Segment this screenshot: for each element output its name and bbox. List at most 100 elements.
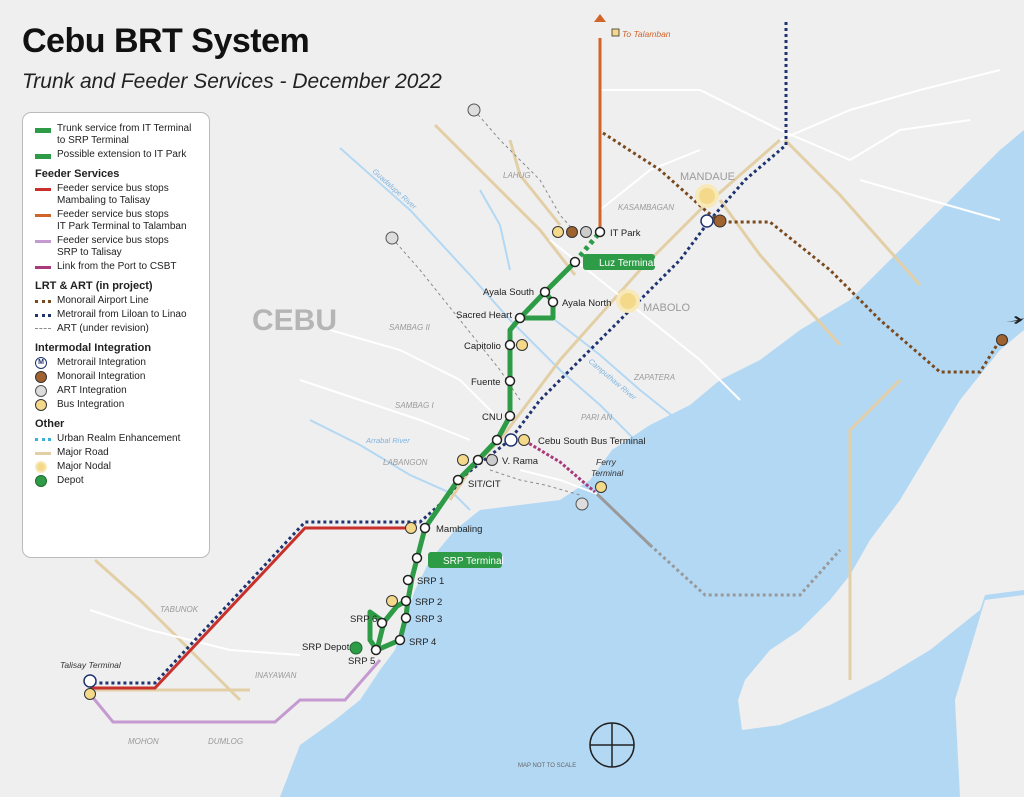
major-road-swatch (35, 452, 51, 455)
legend-lrt-heading: LRT & ART (in project) (35, 280, 153, 292)
station-mambaling (419, 522, 431, 534)
map-title: Cebu BRT System (22, 22, 310, 60)
art-icon (35, 385, 47, 397)
monorail-line (602, 131, 1002, 374)
station-label-fuente: Fuente (471, 377, 501, 388)
legend-monorail-label: Monorail Airport Line (57, 295, 149, 306)
bus-integration-icon (84, 688, 96, 700)
art-integration-icon (385, 231, 399, 245)
legend-metrorail-integration-label: Metrorail Integration (57, 357, 146, 368)
station-cnu (504, 410, 516, 422)
scale-note: MAP NOT TO SCALE (518, 763, 576, 769)
ferry-route (595, 492, 652, 547)
luz-terminal-label: Luz Terminal (599, 258, 656, 269)
legend-feeder-magenta: Link from the Port to CSBT (35, 261, 201, 273)
legend-art-integration: ART Integration (35, 385, 201, 397)
station-ayala-north (547, 296, 559, 308)
station-srp2 (400, 595, 412, 607)
metrorail-swatch (35, 314, 51, 317)
river-label-arrabal: Arrabal River (365, 436, 410, 445)
station-label-capitolio: Capitolio (464, 341, 501, 352)
rivers (309, 147, 691, 511)
legend-trunk-line1: Trunk service from IT Terminal (57, 123, 192, 134)
urban-realm-swatch (35, 438, 51, 441)
place-dumlog: DUMLOG (208, 737, 243, 746)
bus-integration-icon (386, 595, 398, 607)
mactan-island (738, 330, 1024, 730)
trunk-loop (520, 290, 556, 321)
station-label-sacred-heart: Sacred Heart (456, 310, 512, 321)
monorail-integration-icon (713, 214, 727, 228)
station-label-v-rama: V. Rama (502, 456, 539, 467)
legend-trunk-line2: to SRP Terminal (57, 135, 129, 146)
feeder-red-swatch (35, 188, 51, 191)
monorail-integration-icon (566, 226, 578, 238)
bus-integration-icon (518, 434, 530, 446)
legend-bus-integration: Bus Integration (35, 399, 201, 411)
legend-other-heading: Other (35, 418, 65, 430)
legend-major-road: Major Road (35, 447, 201, 459)
station-label-srp6: SRP 6 (350, 614, 377, 625)
place-lahug: LAHUG (503, 171, 531, 180)
to-talamban-label: To Talamban (622, 29, 671, 39)
legend-major-road-label: Major Road (57, 447, 109, 458)
talisay-terminal-label: Talisay Terminal (60, 660, 122, 670)
art-integration-icon (575, 497, 589, 511)
legend-monorail: Monorail Airport Line (35, 295, 201, 307)
arrow-up-icon (594, 14, 606, 22)
station-srp4 (394, 634, 406, 646)
place-sambag2: SAMBAG II (389, 323, 431, 332)
legend-urban-realm: Urban Realm Enhancement (35, 433, 201, 445)
bus-integration-icon (516, 339, 528, 351)
ferry-route-dotted (648, 543, 842, 597)
station-cebu-south (491, 434, 503, 446)
major-nodal-icon (35, 461, 47, 473)
legend-feeder-orange-2: IT Park Terminal to Talamban (57, 221, 187, 232)
place-kasambagan: KASAMBAGAN (618, 203, 674, 212)
legend-monorail-integration: Monorail Integration (35, 371, 201, 383)
legend-art-label: ART (under revision) (57, 323, 149, 334)
art-integration-icon (467, 103, 481, 117)
legend-feeder-red-2: Mambaling to Talisay (57, 195, 151, 206)
station-label-mambaling: Mambaling (436, 524, 482, 535)
metrorail-integration-icon (504, 433, 518, 447)
stations (370, 226, 606, 656)
srp-terminal-label: SRP Terminal (443, 556, 504, 567)
legend-feeder-lilac-2: SRP to Talisay (57, 247, 122, 258)
legend-metrorail-label: Metrorail from Liloan to Linao (57, 309, 187, 320)
station-fuente (504, 375, 516, 387)
station-sacred-heart (514, 312, 526, 324)
bus-icon (35, 399, 47, 411)
depot-icon (35, 475, 47, 487)
metrorail-line (90, 22, 788, 685)
legend-art-integration-label: ART Integration (57, 385, 127, 396)
station-label-ayala-south: Ayala South (483, 287, 534, 298)
compass-icon (589, 722, 635, 768)
station-label-ayala-north: Ayala North (562, 298, 611, 309)
station-luz (569, 256, 581, 268)
bus-integration-icon (595, 481, 607, 493)
legend-major-nodal: Major Nodal (35, 461, 201, 473)
legend-feeder-orange-1: Feeder service bus stops (57, 209, 169, 220)
legend-depot-label: Depot (57, 475, 84, 486)
station-label-cnu: CNU (482, 412, 503, 423)
trunk-swatch (35, 128, 51, 133)
metrorail-integration-icon (83, 674, 97, 688)
monorail-integration-icon (996, 334, 1008, 346)
ferry-terminal-label-2: Terminal (591, 468, 624, 478)
station-label-it-park: IT Park (610, 228, 641, 239)
bus-integration-icon (611, 28, 620, 37)
major-nodal-mandaue (695, 184, 719, 208)
place-cebu: CEBU (252, 304, 337, 337)
station-label-sit-cit: SIT/CIT (468, 479, 501, 490)
metrorail-icon: M (35, 357, 47, 369)
legend-urban-realm-label: Urban Realm Enhancement (57, 433, 181, 444)
feeder-lilac-swatch (35, 240, 51, 243)
legend-metrorail-integration: M Metrorail Integration (35, 357, 201, 369)
station-sit-cit (452, 474, 464, 486)
major-nodal-mabolo (616, 289, 640, 313)
legend-art: ART (under revision) (35, 323, 201, 335)
luz-terminal-box (583, 254, 655, 270)
